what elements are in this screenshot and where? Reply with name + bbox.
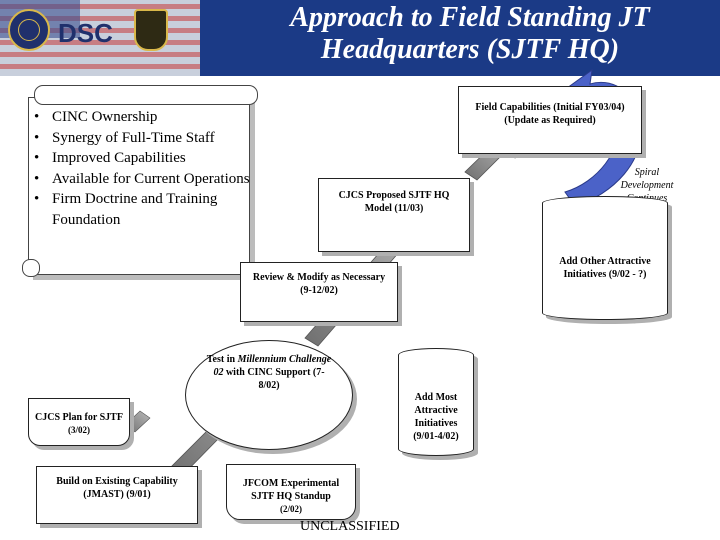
cjcs-plan-date: (3/02) [68,425,90,435]
jfcom-standup-text: JFCOM Experimental SJTF HQ Standup [242,478,340,502]
jfcom-standup-date: (2/02) [280,504,302,514]
add-other-cylinder: Add Other Attractive Initiatives (9/02 -… [542,196,668,320]
add-most-text: Add Most Attractive Initiatives (9/01-4/… [413,392,459,442]
benefit-item: Synergy of Full-Time Staff [26,128,251,149]
benefit-item: Firm Doctrine and Training Foundation [26,189,251,230]
cjcs-proposed-text: CJCS Proposed SJTF HQ Model (11/03) [338,190,450,214]
review-modify-text: Review & Modify as Necessary (9-12/02) [252,272,386,296]
cjcs-proposed-box: CJCS Proposed SJTF HQ Model (11/03) [318,178,470,252]
title-line-2: Headquarters (SJTF HQ) [320,34,620,65]
exercise-name: Millennium Challenge 02 [213,354,332,378]
cjcs-plan-text: CJCS Plan for SJTF [35,412,123,423]
benefits-scroll: CINC Ownership Synergy of Full-Time Staf… [18,85,258,280]
jfcom-standup-doc: JFCOM Experimental SJTF HQ Standup (2/02… [226,464,356,520]
test-support: with CINC Support (7-8/02) [225,367,325,391]
add-other-text: Add Other Attractive Initiatives (9/02 -… [559,256,651,280]
slide-title: Approach to Field Standing JT Headquarte… [200,2,720,66]
build-existing-box: Build on Existing Capability (JMAST) (9/… [36,466,198,524]
agency-badge-icon [134,9,168,51]
dsc-logo: DSC [58,18,113,48]
test-mc02-oval: Test in Millennium Challenge 02 with CIN… [185,340,353,450]
title-line-1: Approach to Field Standing JT [290,2,650,33]
dod-seal-icon [8,9,50,51]
field-capabilities-text: Field Capabilities (Initial FY03/04) (Up… [475,102,625,126]
review-modify-box: Review & Modify as Necessary (9-12/02) [240,262,398,322]
scroll-curl [22,259,40,277]
field-capabilities-box: Field Capabilities (Initial FY03/04) (Up… [458,86,642,154]
test-label: Test in [206,354,236,365]
scroll-top-roll [34,85,258,105]
benefits-list: CINC Ownership Synergy of Full-Time Staf… [26,107,251,230]
benefit-item: Improved Capabilities [26,148,251,169]
add-most-cylinder: Add Most Attractive Initiatives (9/01-4/… [398,348,474,456]
classification-footer: UNCLASSIFIED [300,519,400,534]
build-existing-text: Build on Existing Capability (JMAST) (9/… [56,476,178,500]
benefit-item: CINC Ownership [26,107,251,128]
header-banner: DSC Approach to Field Standing JT Headqu… [0,0,720,76]
arrow-small-plan [124,410,151,433]
cjcs-plan-doc: CJCS Plan for SJTF (3/02) [28,398,130,446]
benefit-item: Available for Current Operations [26,169,251,190]
